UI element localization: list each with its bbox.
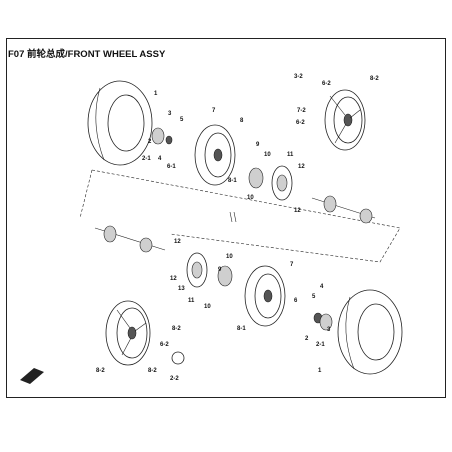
callout: 13 xyxy=(178,286,185,292)
callout: 12 xyxy=(170,276,177,282)
callout: 8 xyxy=(240,118,244,124)
callout: 4 xyxy=(158,156,162,162)
callout: 6-1 xyxy=(167,164,176,170)
rim-top-middle xyxy=(194,124,236,186)
tire-front-top xyxy=(87,80,153,166)
callout: 7 xyxy=(212,108,216,114)
callout: 8-2 xyxy=(96,368,105,374)
brake-disc-top xyxy=(248,165,293,201)
front-direction-arrow-icon xyxy=(20,368,44,384)
callout: 8-1 xyxy=(228,178,237,184)
callout: 12 xyxy=(294,208,301,214)
callout: 9 xyxy=(218,267,222,273)
callout: 12 xyxy=(174,239,181,245)
callout: 2-1 xyxy=(316,342,325,348)
callout: 2-2 xyxy=(170,376,179,382)
callout: 10 xyxy=(204,304,211,310)
callout: 11 xyxy=(287,152,294,158)
rim-top-right xyxy=(324,89,366,151)
callout-labels: 1 2 2-1 3 4 5 6-1 7 8 8-1 9 10 11 12 10 … xyxy=(96,74,379,382)
callout: 6-2 xyxy=(322,81,331,87)
callout: 6-2 xyxy=(296,120,305,126)
page-title: F07 前轮总成/FRONT WHEEL ASSY xyxy=(8,49,166,60)
callout: 3 xyxy=(327,327,331,333)
callout: 2-1 xyxy=(142,156,151,162)
diagram-frame xyxy=(6,38,446,398)
callout: 12 xyxy=(298,164,305,170)
callout: 5 xyxy=(312,294,316,300)
callout: 11 xyxy=(188,298,195,304)
callout: 7-2 xyxy=(297,108,306,114)
callout: 3 xyxy=(168,111,172,117)
callout: 5 xyxy=(180,117,184,123)
callout: 10 xyxy=(247,195,254,201)
callout: 10 xyxy=(264,152,271,158)
callout: 10 xyxy=(226,254,233,260)
callout: 8-2 xyxy=(172,326,181,332)
callout: 6 xyxy=(294,298,298,304)
callout: 8-2 xyxy=(148,368,157,374)
hub-bottom xyxy=(313,312,333,331)
drive-shaft-top xyxy=(311,195,376,224)
callout: 9 xyxy=(256,142,260,148)
callout: 3-2 xyxy=(294,74,303,80)
callout: 8-2 xyxy=(370,76,379,82)
callout: 7 xyxy=(290,262,294,268)
rim-bottom-left xyxy=(105,300,185,366)
callout: 6-2 xyxy=(160,342,169,348)
hub-top xyxy=(151,127,173,145)
callout: 2 xyxy=(148,139,152,145)
callout: 2 xyxy=(305,336,309,342)
callout: 4 xyxy=(320,284,324,290)
callout: 1 xyxy=(154,91,158,97)
tire-front-bottom xyxy=(337,289,403,375)
brake-disc-bottom xyxy=(186,252,233,288)
callout: 1 xyxy=(318,368,322,374)
callout: 8-1 xyxy=(237,326,246,332)
assembly-guide xyxy=(79,169,401,263)
drive-shaft-bottom xyxy=(94,225,166,253)
rim-bottom-middle xyxy=(244,265,286,327)
